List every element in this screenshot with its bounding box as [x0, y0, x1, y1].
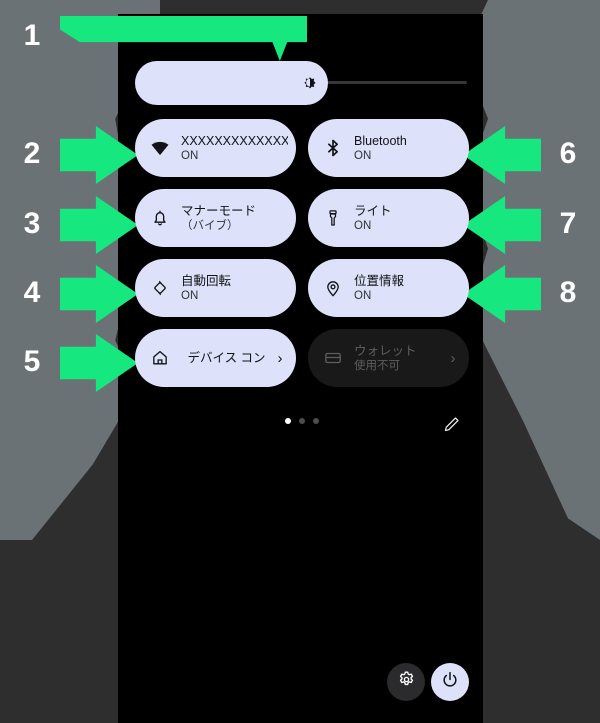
- settings-button[interactable]: [387, 663, 425, 701]
- tile-flashlight-label: ライト: [354, 203, 392, 218]
- brightness-icon: [299, 72, 321, 94]
- tile-location-status: ON: [354, 289, 372, 302]
- tile-flashlight-status: ON: [354, 219, 372, 232]
- tile-silent-mode-text: マナーモード （バイブ）: [181, 204, 288, 233]
- callout-number-5: 5: [23, 345, 41, 378]
- callout-number-1: 1: [23, 19, 41, 52]
- tile-device-control-text: デバイス コン: [181, 351, 272, 366]
- chevron-right-icon-wallet: ›: [450, 349, 456, 367]
- page-dot-2[interactable]: [299, 418, 305, 424]
- callout-number-6: 6: [559, 137, 577, 170]
- tile-bluetooth-text: Bluetooth ON: [354, 134, 461, 163]
- tile-location-text: 位置情報 ON: [354, 274, 461, 303]
- bluetooth-icon: [322, 137, 344, 159]
- brightness-slider[interactable]: [135, 61, 467, 105]
- tile-wifi-label: XXXXXXXXXXXXXX: [181, 133, 288, 148]
- tile-wallet-status: 使用不可: [354, 359, 400, 372]
- tile-auto-rotate[interactable]: 自動回転 ON: [135, 259, 296, 317]
- tile-auto-rotate-text: 自動回転 ON: [181, 274, 288, 303]
- tile-wifi-status: ON: [181, 149, 199, 162]
- tile-bluetooth-status: ON: [354, 149, 372, 162]
- tile-wallet-text: ウォレット 使用不可: [354, 344, 445, 373]
- tile-flashlight-text: ライト ON: [354, 204, 461, 233]
- chevron-right-icon[interactable]: ›: [277, 349, 283, 367]
- power-button[interactable]: [431, 663, 469, 701]
- page-dot-1[interactable]: [285, 418, 291, 424]
- tile-location-label: 位置情報: [354, 273, 405, 288]
- tile-flashlight[interactable]: ライト ON: [308, 189, 469, 247]
- flashlight-icon: [322, 207, 344, 229]
- footer-buttons: [387, 663, 469, 701]
- callout-number-3: 3: [23, 207, 41, 240]
- tile-silent-mode[interactable]: マナーモード （バイブ）: [135, 189, 296, 247]
- page-dot-3[interactable]: [313, 418, 319, 424]
- home-icon: [149, 347, 171, 369]
- power-icon: [440, 670, 460, 695]
- quick-settings-panel: XXXXXXXXXXXXXX ON Bluetooth ON: [118, 14, 483, 723]
- tile-device-control[interactable]: デバイス コン ›: [135, 329, 296, 387]
- callout-number-7: 7: [559, 207, 577, 240]
- tiles-grid: XXXXXXXXXXXXXX ON Bluetooth ON: [135, 119, 469, 387]
- brightness-fill[interactable]: [135, 61, 328, 105]
- tile-wifi[interactable]: XXXXXXXXXXXXXX ON: [135, 119, 296, 177]
- callout-number-4: 4: [23, 276, 41, 309]
- auto-rotate-icon: [149, 277, 171, 299]
- tile-location[interactable]: 位置情報 ON: [308, 259, 469, 317]
- wifi-icon: [149, 137, 171, 159]
- bell-icon: [149, 207, 171, 229]
- tile-bluetooth-label: Bluetooth: [354, 133, 407, 148]
- tile-auto-rotate-status: ON: [181, 289, 199, 302]
- tile-wallet-label: ウォレット: [354, 343, 417, 358]
- wallet-card-icon: [322, 347, 344, 369]
- location-pin-icon: [322, 277, 344, 299]
- tile-silent-mode-status: （バイブ）: [181, 219, 239, 232]
- tile-silent-mode-label: マナーモード: [181, 203, 257, 218]
- gear-icon: [397, 670, 416, 694]
- callout-number-2: 2: [23, 137, 41, 170]
- pencil-edit-icon[interactable]: [442, 414, 462, 434]
- callout-number-8: 8: [559, 276, 577, 309]
- page-indicator-dots[interactable]: [285, 418, 319, 424]
- pager-row: [135, 409, 469, 439]
- tile-device-control-label: デバイス コン: [187, 350, 266, 365]
- tile-wifi-text: XXXXXXXXXXXXXX ON: [181, 134, 288, 163]
- tile-wallet[interactable]: ウォレット 使用不可 ›: [308, 329, 469, 387]
- tile-bluetooth[interactable]: Bluetooth ON: [308, 119, 469, 177]
- tile-auto-rotate-label: 自動回転: [181, 273, 232, 288]
